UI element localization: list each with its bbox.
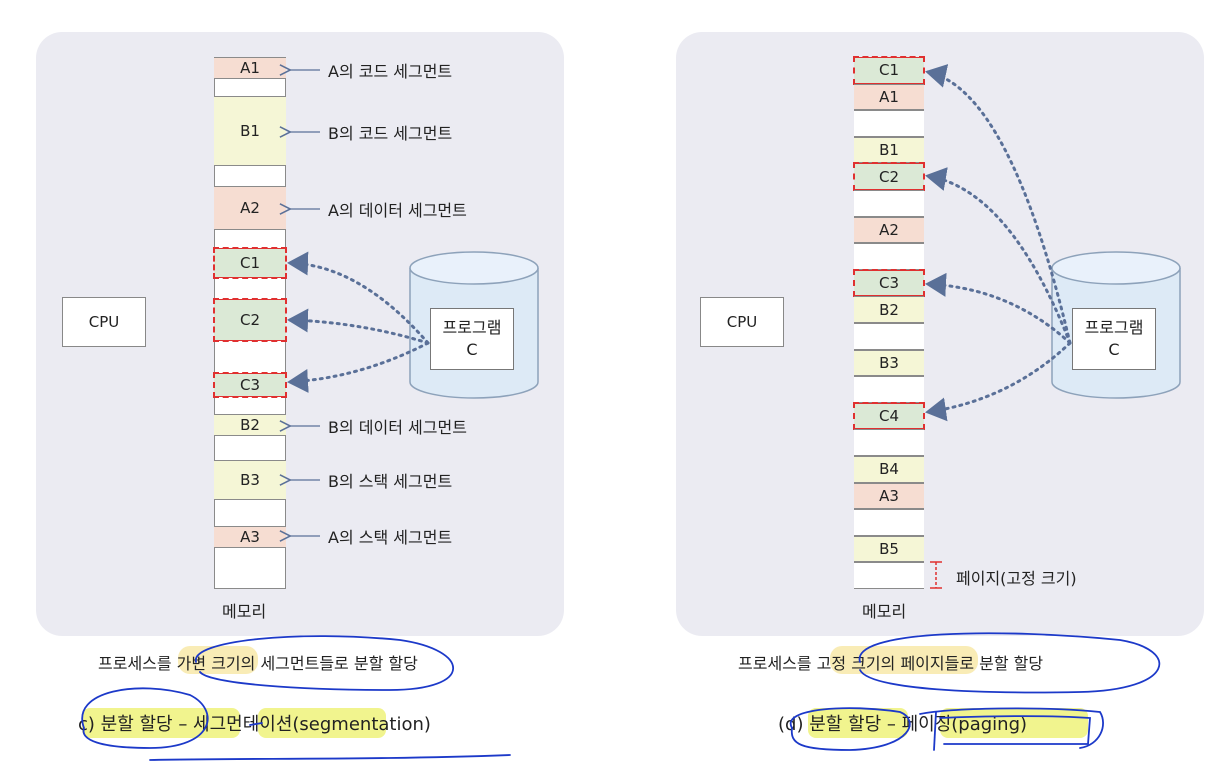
handwritten-annotations — [81, 632, 1161, 761]
program-c-box-left: 프로그램 C — [430, 308, 514, 370]
segment-b1: B1 — [214, 96, 286, 166]
page-empty — [854, 429, 924, 456]
page-a3: A3 — [854, 482, 924, 510]
annotation-a3: A의 스택 세그먼트 — [328, 528, 453, 547]
program-c-box-right: 프로그램 C — [1072, 308, 1156, 370]
page-b3: B3 — [854, 349, 924, 377]
page-a1: A1 — [854, 83, 924, 111]
page-b2: B2 — [854, 296, 924, 323]
segment-a2: A2 — [214, 186, 286, 230]
page-b5: B5 — [854, 535, 924, 563]
load-arrow-p-c2 — [925, 167, 1072, 345]
cpu-box-right: CPU — [700, 297, 784, 347]
page-a2: A2 — [854, 216, 924, 244]
page-c3: C3 — [853, 268, 925, 298]
cpu-box-left: CPU — [62, 297, 146, 347]
load-arrow-c3 — [287, 341, 430, 393]
page-empty — [854, 562, 924, 589]
segment-a1: A1 — [214, 57, 286, 79]
page-empty — [854, 376, 924, 403]
caption-right: 프로세스를 고정 크기의 페이지들로 분할 할당 — [738, 654, 1044, 673]
page-c1: C1 — [853, 56, 925, 85]
load-arrow-p-c3 — [925, 272, 1072, 345]
load-arrow-p-c4 — [925, 341, 1072, 422]
segment-c3: C3 — [213, 372, 287, 398]
annotation-b1: B의 코드 세그먼트 — [328, 124, 453, 143]
segment-b2: B2 — [214, 414, 286, 436]
memory-label-left: 메모리 — [222, 602, 267, 621]
page-empty — [854, 243, 924, 270]
page-empty — [854, 509, 924, 536]
segment-a3: A3 — [214, 526, 286, 548]
annotation-b3: B의 스택 세그먼트 — [328, 472, 453, 491]
page-b1: B1 — [854, 136, 924, 164]
annotation-a2: A의 데이터 세그먼트 — [328, 201, 467, 220]
caption-left: 프로세스를 가변 크기의 세그먼트들로 분할 할당 — [98, 654, 418, 673]
annotation-b2: B의 데이터 세그먼트 — [328, 418, 467, 437]
page-empty — [854, 110, 924, 137]
subtitle-right: (d) 분할 할당 – 페이징(paging) — [778, 714, 1028, 735]
segment-b3: B3 — [214, 460, 286, 500]
page-b4: B4 — [854, 456, 924, 483]
load-arrow-p-c1 — [925, 64, 1072, 345]
page-size-note: 페이지(고정 크기) — [956, 569, 1077, 588]
load-arrow-c1 — [287, 251, 430, 345]
load-arrow-c2 — [287, 308, 430, 345]
page-c2: C2 — [853, 162, 925, 191]
page-empty — [854, 323, 924, 350]
memory-label-right: 메모리 — [862, 602, 907, 621]
segment-c2: C2 — [213, 298, 287, 342]
annotation-a1: A의 코드 세그먼트 — [328, 62, 453, 81]
page-c4: C4 — [853, 401, 925, 431]
segment-c1: C1 — [213, 247, 287, 279]
page-empty — [854, 190, 924, 217]
